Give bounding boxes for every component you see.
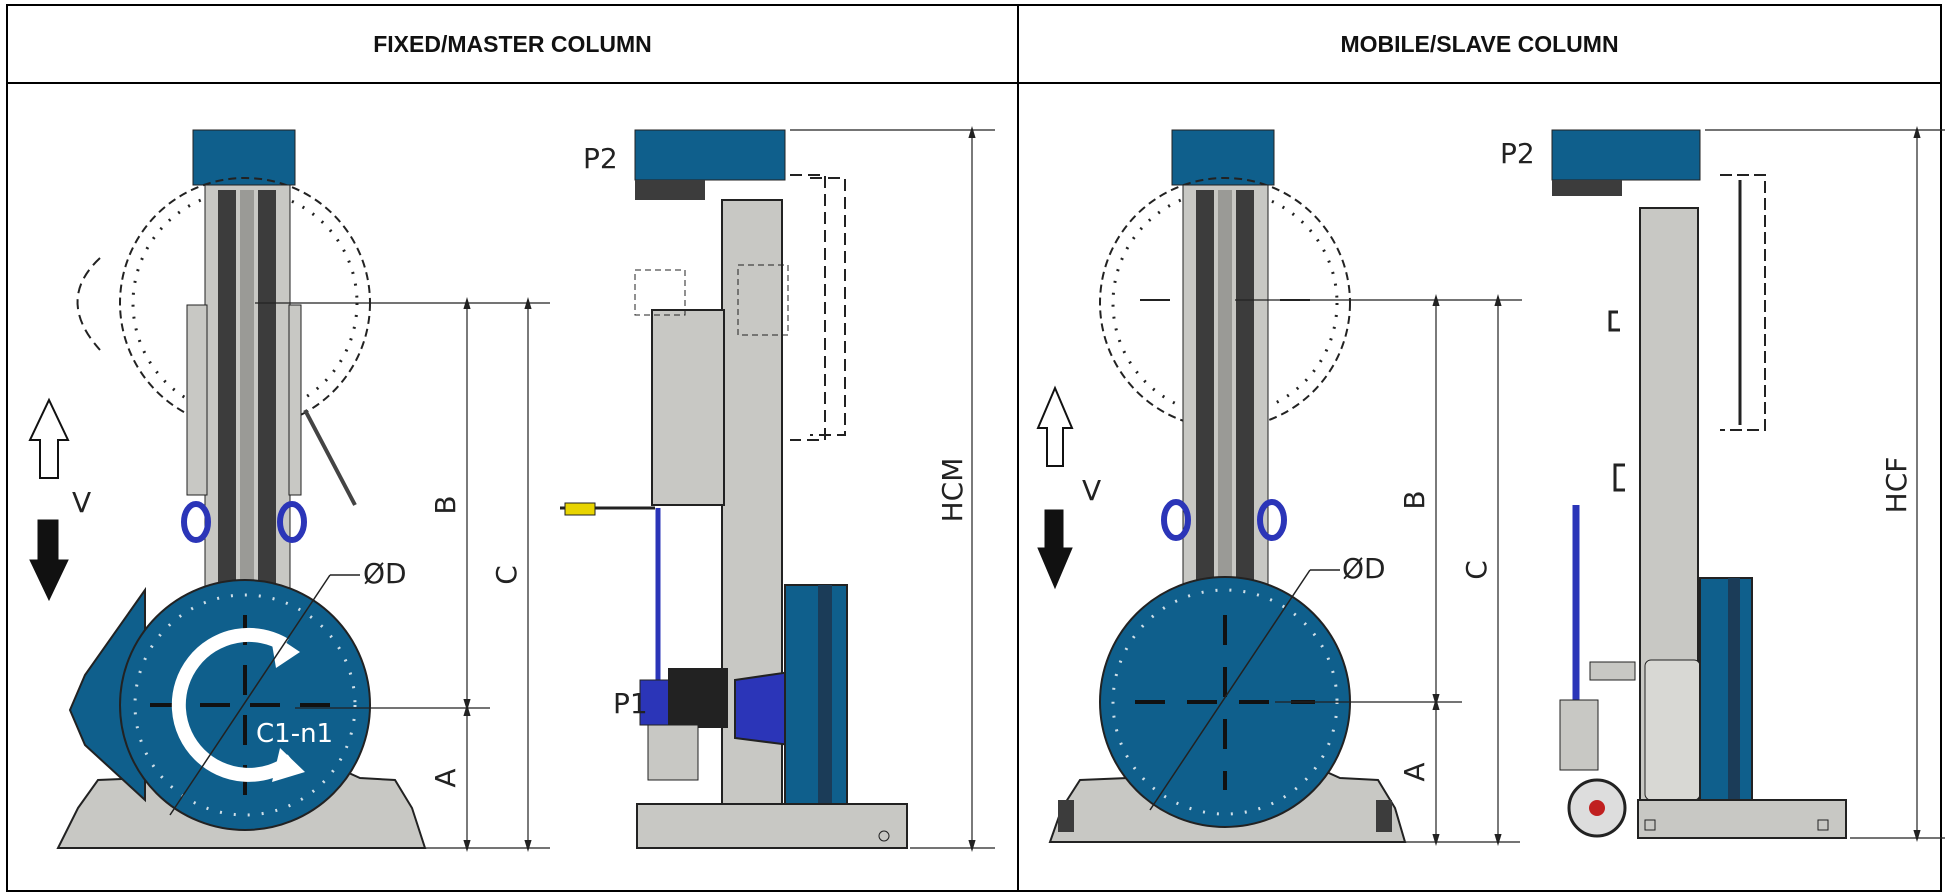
dim-b-label-slave: B: [1398, 490, 1431, 509]
diameter-label-slave: ØD: [1342, 552, 1386, 585]
p2-label-slave: P2: [1500, 137, 1535, 170]
mobile-column-header: MOBILE/SLAVE COLUMN: [1340, 30, 1619, 57]
v-label-slave: V: [1082, 474, 1101, 507]
dim-b-label: B: [429, 495, 462, 514]
v-label: V: [72, 486, 91, 519]
dim-c-label-slave: C: [1460, 560, 1493, 580]
slave-front-view: ØD V B C A: [1036, 129, 1522, 846]
dim-c-label: C: [490, 565, 523, 585]
column-divider: [1017, 6, 1019, 890]
master-front-view: C1-n1 ØD V B C A: [28, 129, 550, 852]
hcf-label: HCF: [1880, 457, 1913, 514]
hcm-label: HCM: [936, 458, 969, 523]
p2-label-master: P2: [583, 142, 618, 175]
dim-a-label-slave: A: [1398, 762, 1431, 781]
layout-table: FIXED/MASTER COLUMN MOBILE/SLAVE COLUMN: [6, 4, 1942, 892]
c1-n1-label: C1-n1: [256, 719, 333, 749]
master-side-view: P2 P1 HCM: [560, 126, 995, 852]
slave-side-view: P2 HCF: [1500, 126, 1945, 842]
diameter-label: ØD: [363, 557, 407, 590]
header-divider: [8, 82, 1940, 84]
fixed-column-header: FIXED/MASTER COLUMN: [373, 30, 652, 57]
p1-label: P1: [613, 687, 648, 720]
dim-a-label: A: [429, 768, 462, 787]
